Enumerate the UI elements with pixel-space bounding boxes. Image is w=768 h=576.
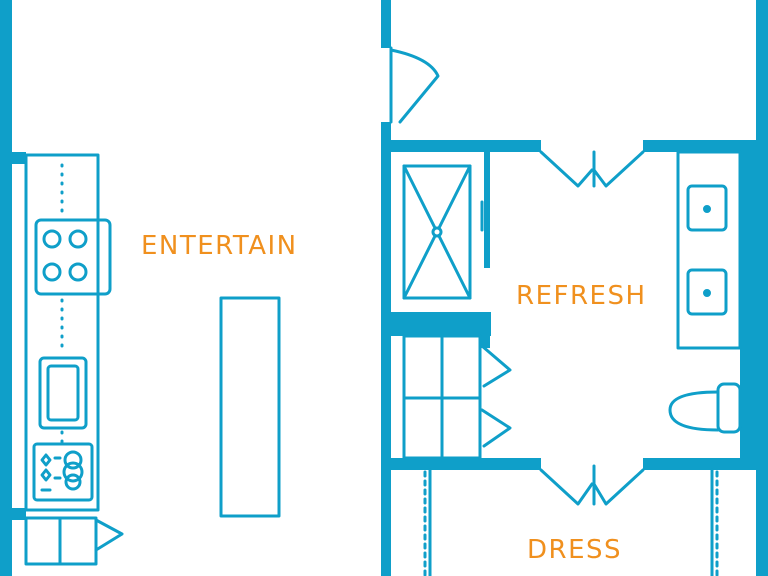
vanity-sink-icon — [686, 184, 728, 316]
wall-closet-right — [480, 336, 490, 348]
bath-bottom-door — [539, 464, 645, 506]
cooktop-icon — [34, 218, 112, 296]
closet-icon — [402, 334, 512, 460]
room-label-dress: DRESS — [527, 535, 623, 565]
kitchen-island — [219, 296, 281, 518]
kitchen-sink-icon — [38, 356, 88, 430]
room-label-refresh: REFRESH — [516, 281, 647, 311]
vanity-counter — [676, 150, 742, 350]
pantry-cabinet — [24, 516, 124, 566]
wall-bath-bottom-b — [643, 458, 768, 470]
room-label-entertain: ENTERTAIN — [141, 231, 298, 261]
wall-right-upper — [756, 0, 768, 145]
wall-shower-bottom — [391, 312, 491, 336]
wall-bath-top-b — [643, 140, 768, 152]
entry-door — [389, 46, 440, 124]
wall-left-stub — [0, 152, 26, 164]
wall-center-lower — [381, 122, 391, 576]
dishwasher-icon — [32, 442, 94, 502]
wall-dress-right — [756, 470, 768, 576]
wall-shower-partition — [484, 152, 490, 268]
wall-bath-bottom-a — [381, 458, 541, 470]
wall-bottom-left-stub — [12, 508, 26, 520]
bath-top-door — [539, 150, 645, 188]
toilet-icon — [668, 382, 742, 434]
wall-center-upper — [381, 0, 391, 48]
wall-bath-right — [740, 140, 768, 470]
wall-bath-top-a — [381, 140, 541, 152]
kitchen-counter — [24, 153, 100, 512]
wall-left — [0, 0, 12, 576]
shower-icon — [402, 164, 472, 300]
dress-shelves — [423, 468, 719, 576]
